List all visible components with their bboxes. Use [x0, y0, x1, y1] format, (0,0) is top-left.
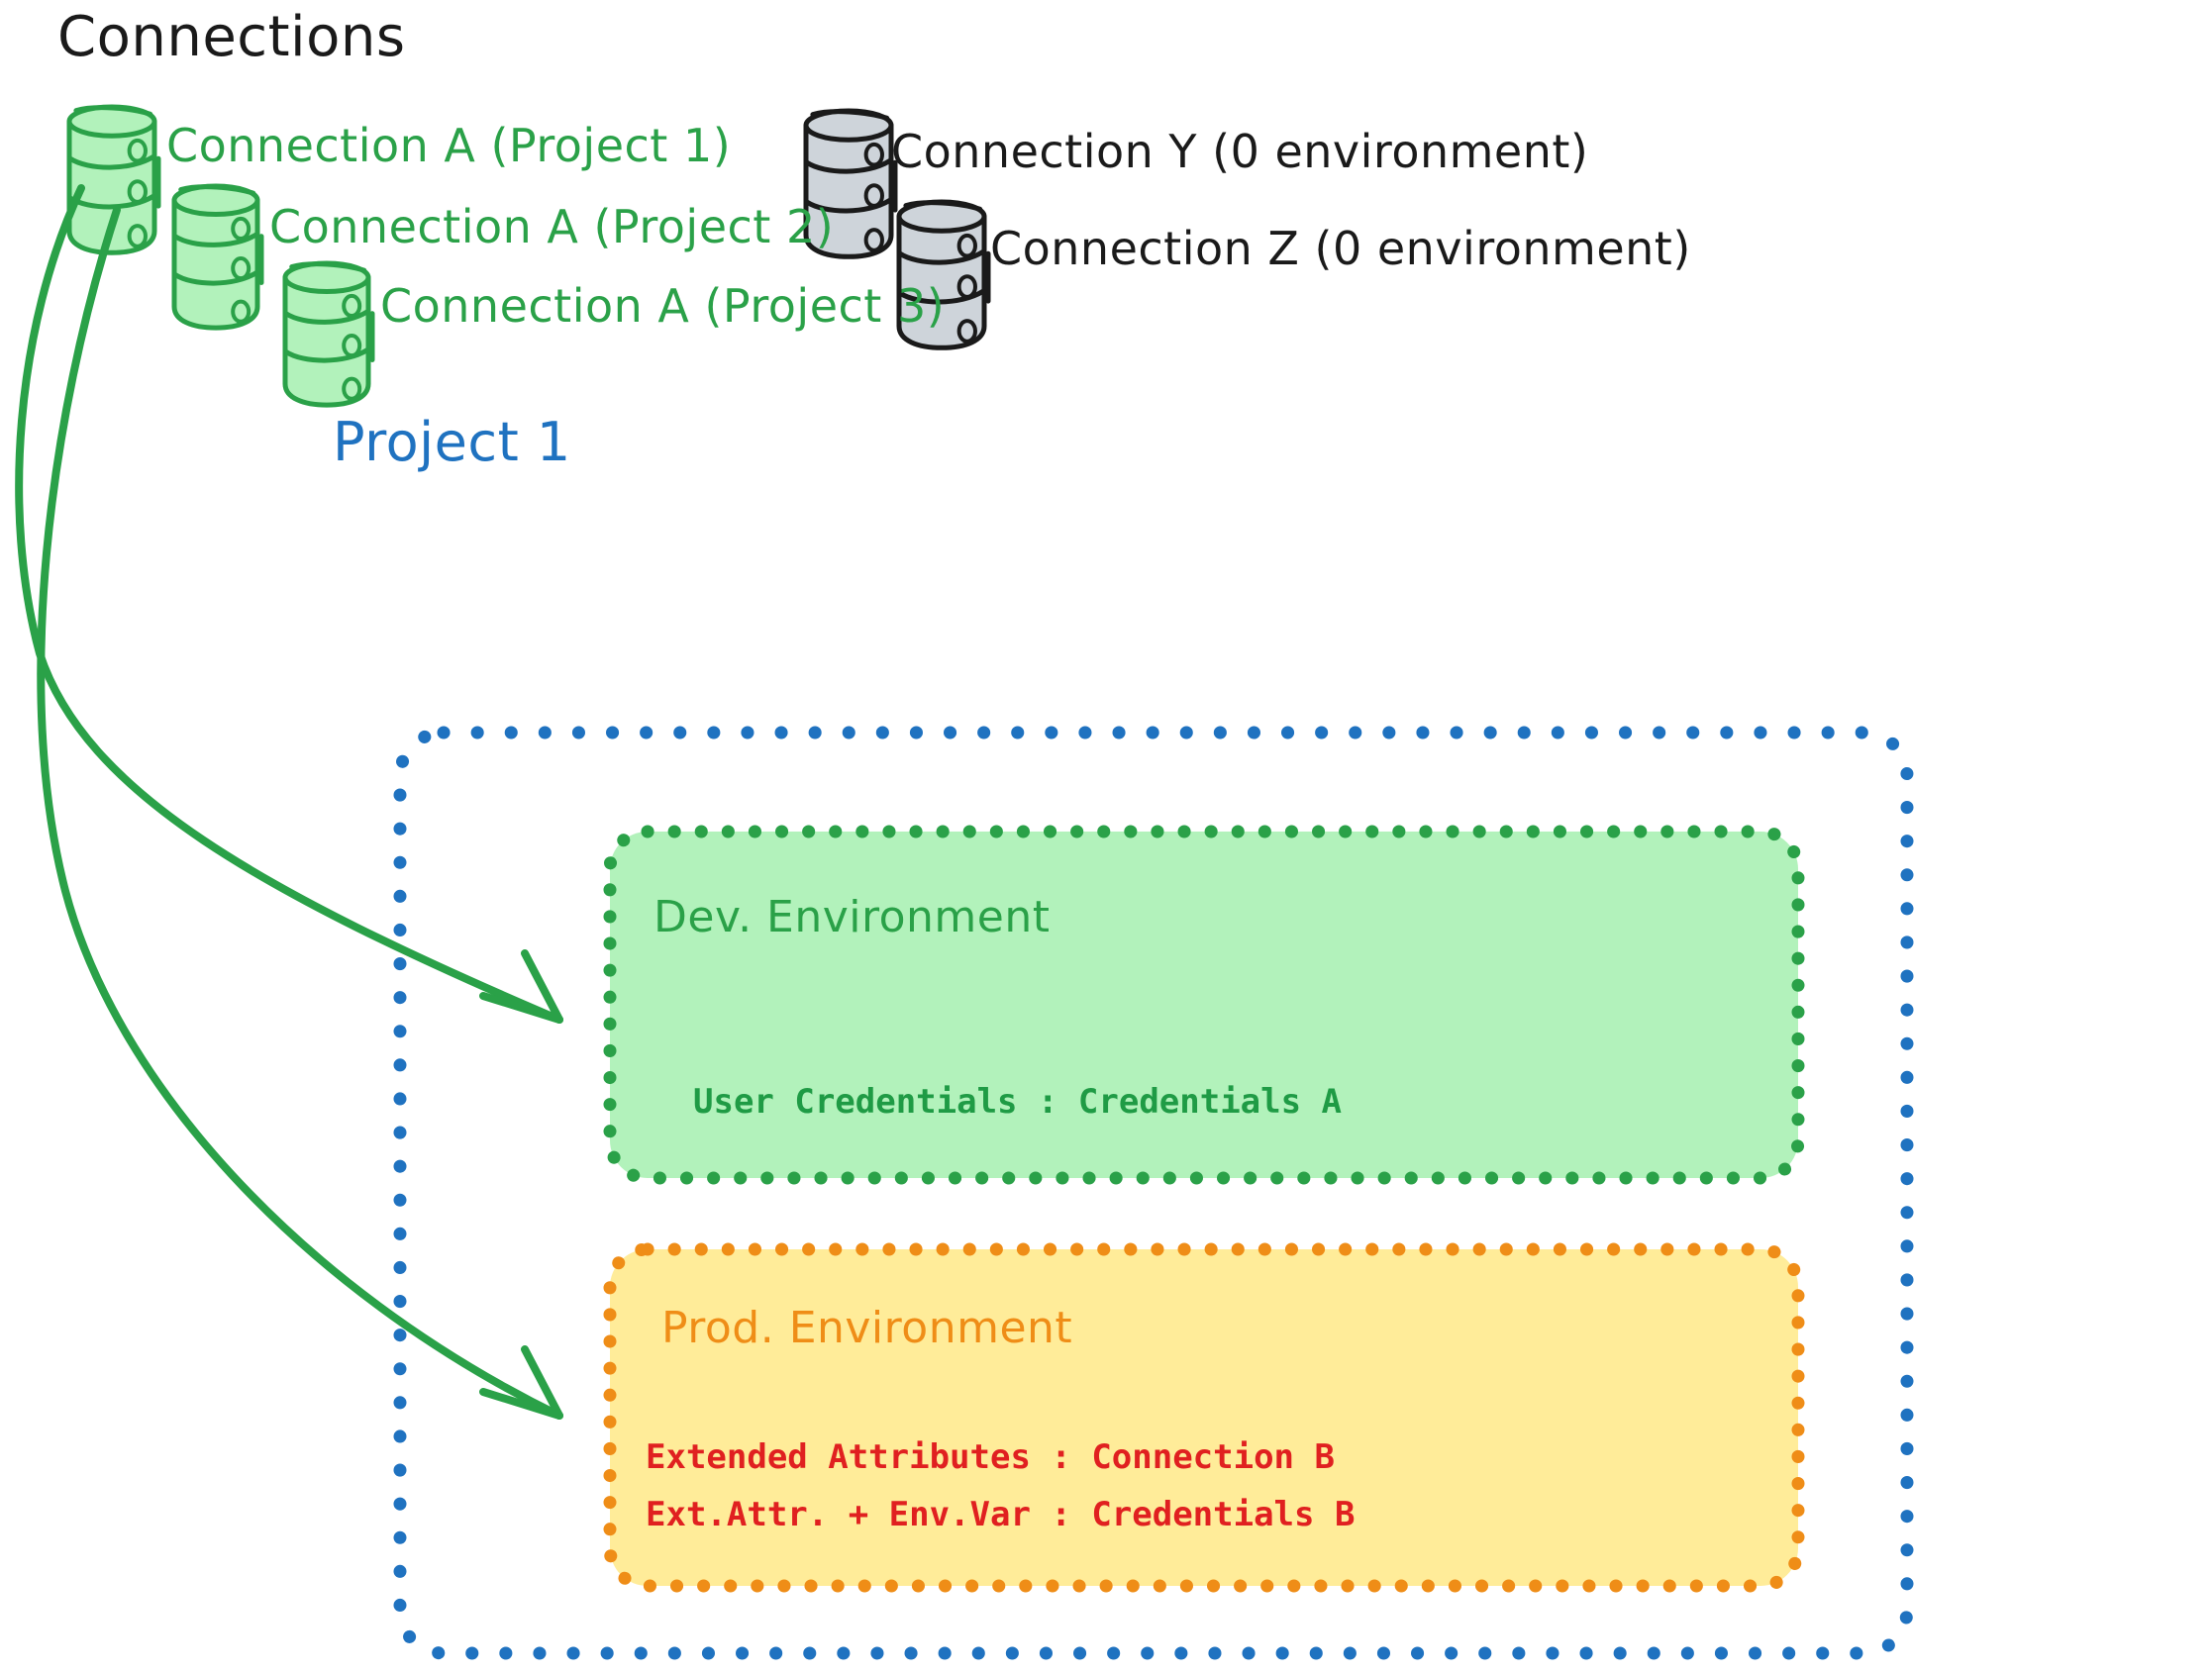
connection-label-a-project-3: Connection A (Project 3) [380, 279, 946, 333]
database-icon-connection-y [803, 108, 898, 259]
cylinder-body [896, 214, 987, 350]
database-icon-connection-a-project-2 [171, 183, 264, 331]
cylinder-divider-1 [172, 269, 259, 286]
arrow-head-wing-2 [521, 949, 563, 1024]
database-icon-connection-a-project-3 [282, 260, 375, 408]
cylinder-divider-0 [804, 157, 893, 174]
cylinder-divider-0 [897, 248, 986, 265]
cylinder-hole-2 [231, 299, 251, 324]
cylinder-hole-1 [231, 255, 251, 281]
arrow-connection-a-to-prod-environment [37, 206, 563, 1420]
cylinder-divider-1 [897, 288, 986, 305]
cylinder-sketch-top [810, 109, 890, 121]
connection-label-y: Connection Y (0 environment) [891, 125, 1589, 178]
arrow-shaft [15, 184, 563, 1024]
cylinder-hole-1 [342, 333, 362, 358]
connection-label-z: Connection Z (0 environment) [990, 222, 1691, 275]
prod-environment-box [603, 1242, 1805, 1593]
connection-label-a-project-1: Connection A (Project 1) [166, 119, 732, 172]
cylinder-hole-2 [956, 319, 977, 344]
cylinder-body [171, 197, 260, 331]
artwork-root [15, 104, 1914, 1660]
arrow-head-wing-1 [479, 1388, 563, 1420]
dev-environment-entry-0: User Credentials : Credentials A [693, 1082, 1343, 1122]
connection-label-a-project-2: Connection A (Project 2) [269, 200, 835, 253]
cylinder-hole-0 [127, 138, 148, 163]
cylinder-body [803, 123, 894, 259]
cylinder-body [282, 274, 371, 408]
cylinder-hole-1 [127, 179, 148, 204]
page-title: Connections [57, 5, 406, 69]
cylinder-hole-0 [231, 216, 251, 242]
project-title: Project 1 [333, 411, 571, 473]
cylinder-sketch-top [289, 261, 367, 273]
cylinder-hole-1 [863, 183, 884, 208]
cylinder-hole-0 [956, 233, 977, 258]
arrow-connection-a-to-dev-environment [15, 184, 563, 1024]
database-icon-connection-z [896, 199, 991, 350]
arrow-shaft [37, 206, 563, 1420]
dev-environment-title: Dev. Environment [654, 892, 1051, 942]
cylinder-divider-0 [283, 309, 370, 325]
arrow-head-wing-2 [521, 1345, 563, 1420]
database-icon-connection-a-project-1 [66, 104, 161, 255]
cylinder-divider-1 [283, 346, 370, 363]
cylinder-sketch-top [903, 200, 983, 212]
cylinder-sketch-top [73, 105, 153, 117]
prod-environment-title: Prod. Environment [661, 1303, 1073, 1353]
cylinder-divider-0 [67, 153, 156, 170]
prod-environment-entry-1: Ext.Attr. + Env.Var : Credentials B [646, 1495, 1356, 1534]
dev-environment-box [603, 825, 1805, 1185]
cylinder-sketch-top [178, 184, 256, 196]
cylinder-hole-2 [863, 228, 884, 252]
cylinder-hole-1 [956, 274, 977, 299]
project-1-container [393, 726, 1914, 1660]
cylinder-hole-0 [342, 293, 362, 319]
cylinder-divider-0 [172, 232, 259, 247]
prod-environment-entry-0: Extended Attributes : Connection B [646, 1437, 1335, 1477]
cylinder-hole-2 [127, 224, 148, 248]
cylinder-hole-2 [342, 376, 362, 401]
cylinder-hole-0 [863, 142, 884, 167]
cylinder-divider-1 [804, 197, 893, 214]
arrow-head-wing-1 [479, 992, 563, 1024]
cylinder-body [66, 119, 157, 255]
